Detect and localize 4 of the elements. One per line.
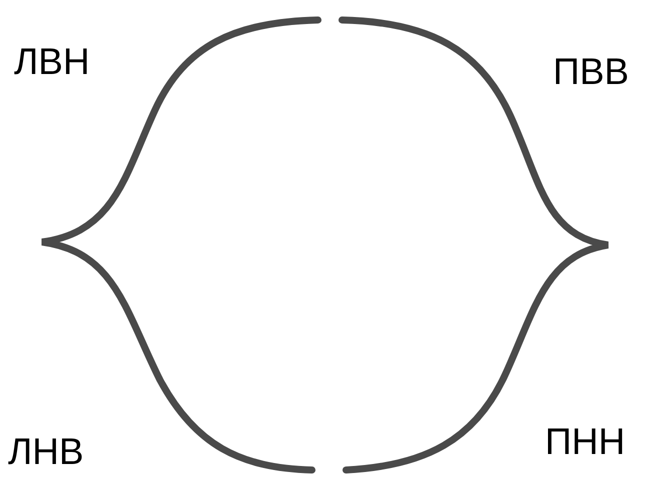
bracket-label: ЛНВ: [8, 432, 84, 472]
bracket-label: ЛВН: [14, 42, 90, 82]
bracket-label: ПНН: [545, 422, 626, 462]
bracket-label: ПВВ: [553, 52, 629, 92]
